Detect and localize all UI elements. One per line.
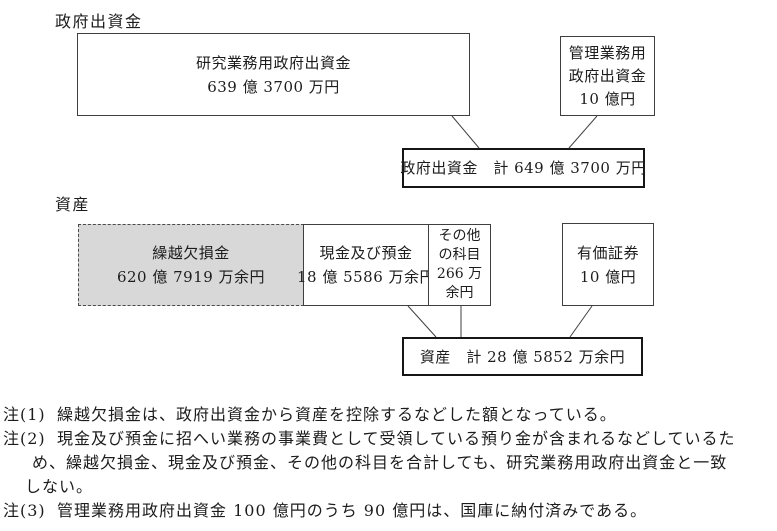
other-items-box: その他 の科目 266 万 余円	[428, 224, 491, 306]
capital-section-label: 政府出資金	[55, 12, 143, 31]
other-items-line3: 266 万	[436, 266, 483, 282]
assets-total-text: 資産 計 28 億 5852 万余円	[419, 347, 626, 366]
research-capital-box: 研究業務用政府出資金 639 億 3700 万円	[77, 33, 470, 116]
admin-capital-line2: 政府出資金	[568, 66, 647, 85]
connector-cash-to-assets-total	[407, 305, 437, 338]
connector-admin-to-capital-total	[568, 115, 598, 149]
capital-total-text: 政府出資金 計 649 億 3700 万円	[400, 159, 647, 177]
securities-title: 有価証券	[576, 243, 639, 262]
footnote-1: 注(1) 繰越欠損金は、政府出資金から資産を控除するなどした額となっている。	[0, 401, 777, 424]
securities-box: 有価証券 10 億円	[562, 223, 654, 306]
other-items-line1: その他	[438, 228, 481, 244]
capital-total-box: 政府出資金 計 649 億 3700 万円	[400, 148, 647, 188]
footnote-2-text-line3: しない。	[25, 477, 94, 496]
footnote-3: 注(3) 管理業務用政府出資金 100 億円のうち 90 億円は、国庫に納付済み…	[0, 497, 777, 520]
deficit-amount: 620 億 7919 万余円	[116, 268, 266, 286]
other-items-line4: 余円	[445, 285, 474, 301]
connector-securities-to-assets-total	[569, 305, 593, 338]
footnote-2-label: 注(2)	[3, 429, 46, 448]
footnote-2-line1: 注(2) 現金及び預金に招へい業務の事業費として受領している預り金が含まれるなど…	[0, 425, 777, 448]
footnote-1-label: 注(1)	[3, 405, 46, 424]
admin-capital-line3: 10 億円	[579, 89, 636, 108]
research-capital-amount: 639 億 3700 万円	[207, 77, 340, 96]
footnote-2-line2: め、繰越欠損金、現金及び預金、その他の科目を合計しても、研究業務用政府出資金と一…	[0, 449, 777, 472]
securities-amount: 10 億円	[579, 267, 637, 286]
other-items-line2: の科目	[438, 247, 481, 263]
admin-capital-line1: 管理業務用	[568, 43, 647, 62]
deficit-box: 繰越欠損金 620 億 7919 万余円	[78, 224, 304, 306]
cash-amount: 18 億 5586 万余円	[296, 268, 436, 286]
assets-total-box: 資産 計 28 億 5852 万余円	[402, 337, 643, 376]
footnote-1-text: 繰越欠損金は、政府出資金から資産を控除するなどした額となっている。	[57, 405, 617, 424]
deficit-title: 繰越欠損金	[152, 244, 230, 262]
assets-section-label: 資産	[55, 195, 91, 214]
cash-box: 現金及び預金 18 億 5586 万余円	[297, 224, 435, 306]
connector-research-to-capital-total	[451, 115, 480, 149]
footnote-2-text-line1: 現金及び預金に招へい業務の事業費として受領している預り金が含まれるなどしているた	[57, 429, 736, 448]
admin-capital-box: 管理業務用 政府出資金 10 億円	[560, 36, 655, 116]
cash-title: 現金及び預金	[319, 244, 413, 262]
footnote-3-label: 注(3)	[3, 501, 46, 520]
footnote-2-text-line2: め、繰越欠損金、現金及び預金、その他の科目を合計しても、研究業務用政府出資金と一…	[32, 453, 728, 472]
footnote-3-text: 管理業務用政府出資金 100 億円のうち 90 億円は、国庫に納付済みである。	[57, 501, 648, 520]
research-capital-title: 研究業務用政府出資金	[195, 53, 351, 72]
footnote-2-line3: しない。	[0, 473, 777, 496]
